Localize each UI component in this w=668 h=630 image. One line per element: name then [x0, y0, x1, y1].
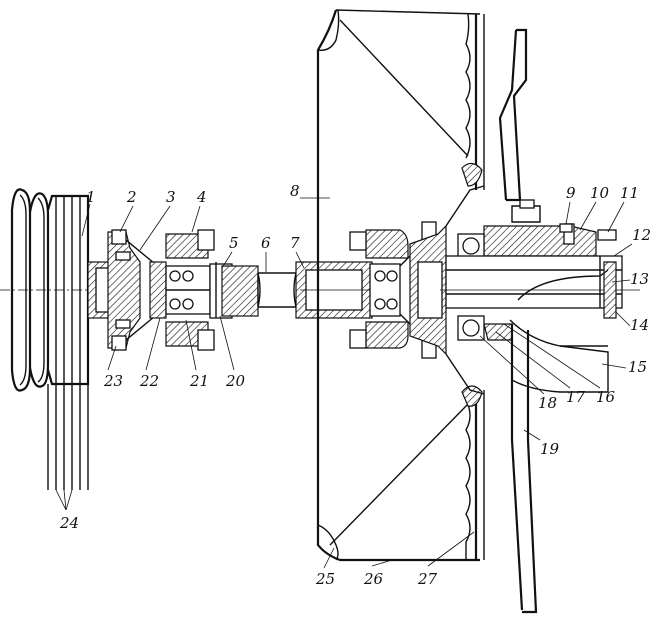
label-25: 25: [315, 570, 335, 588]
label-10: 10: [590, 184, 610, 202]
label-11: 11: [620, 184, 639, 202]
label-16: 16: [596, 388, 616, 406]
part-labels: 1 2 3 4 5 6 7 8 9 10 11 12 13 14 15 16 1…: [59, 182, 651, 588]
leader-lines: [55, 197, 633, 569]
label-1: 1: [86, 188, 96, 206]
label-8: 8: [290, 182, 300, 200]
label-14: 14: [630, 316, 649, 334]
bearing-housing: [440, 199, 640, 341]
right-coupling: [349, 221, 447, 359]
label-19: 19: [540, 440, 560, 458]
label-27: 27: [417, 570, 438, 588]
label-24: 24: [59, 514, 79, 532]
label-13: 13: [630, 270, 649, 288]
fan-housing: [316, 9, 485, 562]
label-12: 12: [632, 226, 651, 244]
label-5: 5: [229, 234, 239, 252]
label-20: 20: [225, 372, 246, 390]
left-coupling: [87, 229, 259, 351]
label-6: 6: [261, 234, 271, 252]
label-3: 3: [166, 188, 176, 206]
label-15: 15: [628, 358, 647, 376]
label-18: 18: [538, 394, 557, 412]
label-26: 26: [363, 570, 384, 588]
label-17: 17: [566, 388, 586, 406]
shaft: [257, 261, 380, 319]
label-4: 4: [196, 188, 207, 206]
pulley: [0, 188, 100, 490]
label-9: 9: [566, 184, 576, 202]
label-23: 23: [103, 372, 123, 390]
mounting-bracket: [498, 28, 609, 614]
label-21: 21: [189, 372, 209, 390]
label-2: 2: [126, 188, 137, 206]
label-7: 7: [290, 234, 300, 252]
label-22: 22: [139, 372, 159, 390]
